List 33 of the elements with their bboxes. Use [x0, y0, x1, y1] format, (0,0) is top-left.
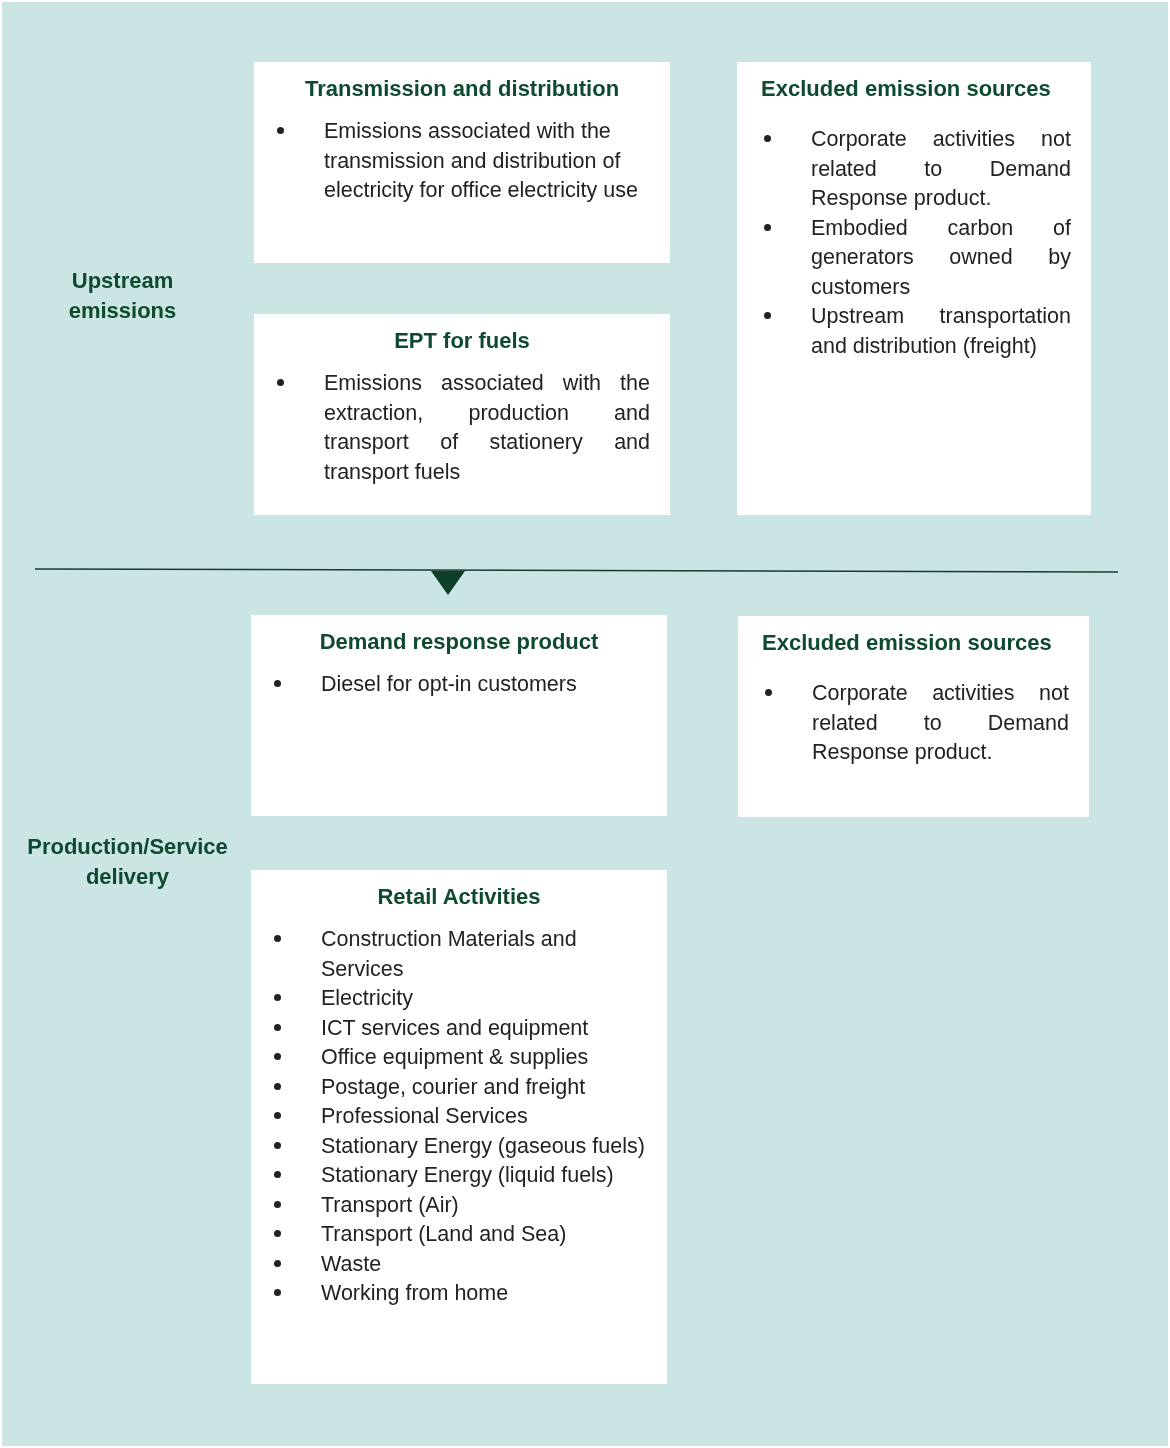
list-item-text: Diesel for opt-in customers: [321, 671, 578, 698]
text-box: [254, 314, 670, 515]
list-item-text: Emissions associated with the extraction, production and transport of stationery and transport fuels: [324, 370, 650, 486]
section-label: Upstream emissions: [67, 267, 178, 325]
list-item-text: Working from home: [321, 1280, 510, 1307]
box-heading: Demand response product: [318, 628, 600, 656]
list-item-text: Postage, courier and freight: [321, 1073, 587, 1101]
list-item-text: Stationary Energy (liquid fuels): [321, 1162, 615, 1189]
list-item-text: Waste: [321, 1250, 383, 1278]
text-box: [254, 62, 670, 263]
text-box: [251, 615, 667, 816]
list-item-text: Stationary Energy (gaseous fuels): [321, 1132, 646, 1160]
text-box: [251, 870, 667, 1384]
box-heading: Excluded emission sources: [761, 75, 1052, 103]
list-item-text: Embodied carbon of generators owned by customers: [811, 214, 1071, 301]
box-heading: Retail Activities: [376, 883, 542, 911]
list-item-text: Corporate activities not related to Demand Response product.: [812, 680, 1069, 766]
list-item-text: Electricity: [321, 985, 414, 1012]
list-item-text: ICT services and equipment: [321, 1014, 590, 1042]
box-heading: Transmission and distribution: [303, 75, 621, 103]
list-item-text: Transport (Land and Sea): [321, 1221, 568, 1248]
text-box: [737, 62, 1091, 515]
text-box: [738, 616, 1089, 817]
box-heading: Excluded emission sources: [762, 629, 1053, 657]
list-item-text: Emissions associated with the transmission and distribution of electricity for office electricity use: [324, 118, 639, 204]
list-item-text: Upstream transportation and distribution (freight): [811, 303, 1071, 360]
list-item-text: Professional Services: [321, 1103, 529, 1130]
list-item-text: Transport (Air): [321, 1191, 460, 1219]
list-item-text: Corporate activities not related to Demand Response product.: [811, 126, 1071, 212]
list-item-text: Office equipment & supplies: [321, 1044, 590, 1071]
list-item-text: Construction Materials and Services: [321, 926, 578, 983]
section-label: Production/Service delivery: [26, 833, 229, 891]
box-heading: EPT for fuels: [393, 327, 531, 355]
